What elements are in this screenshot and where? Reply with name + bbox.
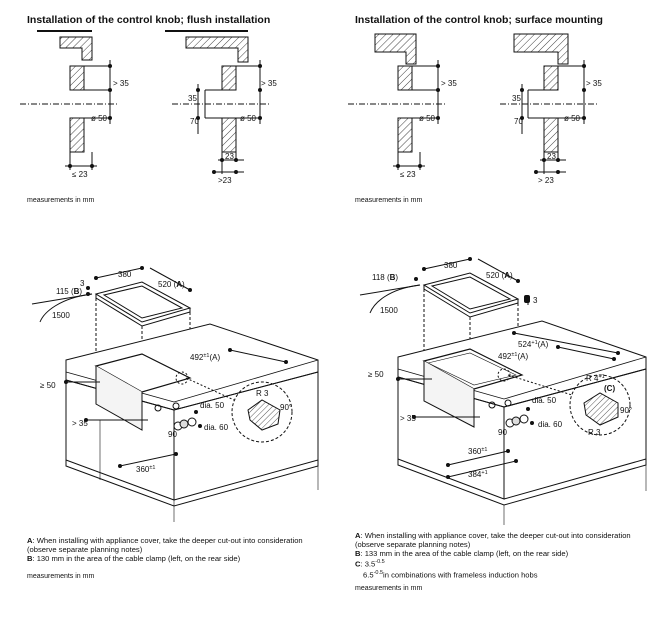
svg-text:360±1: 360±1	[468, 447, 487, 456]
r-360-sup: ±1	[481, 447, 487, 453]
l-115: 115 (	[56, 287, 74, 296]
svg-text:520 (A): 520 (A)	[158, 280, 185, 289]
l-k2-23: 23	[225, 152, 234, 161]
right-title: Installation of the control knob; surfac…	[355, 14, 603, 26]
l-B: B	[74, 287, 80, 296]
left-legend-a: A: When installing with appliance cover,…	[27, 536, 303, 554]
svg-text:384+1: 384+1	[468, 470, 488, 479]
l-90: 90	[168, 430, 177, 439]
r-1500: 1500	[380, 306, 398, 315]
r-dia50: dia. 50	[532, 396, 557, 405]
l-w380: 380	[118, 270, 132, 279]
svg-text:492±1(A): 492±1(A)	[498, 352, 528, 361]
r-dia60: dia. 60	[538, 420, 563, 429]
right-legend-b: B: 133 mm in the area of the cable clamp…	[355, 549, 569, 558]
r-118-end: )	[395, 273, 398, 282]
r-k1-dia: ø 50	[419, 114, 436, 123]
r-gt35: > 35	[400, 414, 416, 423]
r-492-sup: ±1	[511, 352, 517, 358]
svg-text:492±1(A): 492±1(A)	[190, 353, 220, 362]
l-360-sup: ±1	[149, 465, 155, 471]
l-w520-end: )	[182, 280, 185, 289]
l-w520: 520 (	[158, 280, 177, 289]
r-R3: R 3	[588, 428, 601, 437]
l-R3: R 3	[256, 389, 269, 398]
right-knob-diagrams: > 35 ø 50 ≤ 23 > 35 35 70 ø 50 23 > 23	[348, 33, 602, 185]
r-ge50: ≥ 50	[368, 370, 384, 379]
r-524-sup: +1	[531, 340, 537, 346]
l-1500: 1500	[52, 311, 70, 320]
right-legend: A: When installing with appliance cover,…	[355, 531, 645, 579]
r-B: B	[390, 273, 396, 282]
right-measure-note-2: measurements in mm	[355, 585, 423, 592]
left-install-diagram: 380 520 (A) 3 115 (B) 1500 492±1(A) ≥ 50…	[31, 266, 319, 522]
svg-text:118 (B): 118 (B)	[372, 273, 398, 282]
r-90: 90	[498, 428, 507, 437]
r-k2-35: 35	[512, 94, 521, 103]
l-360: 360	[136, 465, 150, 474]
r-384-sup: +1	[481, 470, 487, 476]
r-A1: A	[504, 271, 510, 280]
r-w520: 520 (	[486, 271, 505, 280]
svg-text:115 (B): 115 (B)	[56, 287, 82, 296]
l-k1-bottom: ≤ 23	[72, 170, 88, 179]
r-w520-end: )	[510, 271, 513, 280]
right-legend-c: C: 3.5-0.5	[355, 559, 385, 569]
r-k2-70: 70	[514, 117, 523, 126]
right-legend-a: A: When installing with appliance cover,…	[355, 531, 631, 549]
l-k2-70: 70	[190, 117, 199, 126]
l-k1-dia: ø 50	[91, 114, 108, 123]
r-R4-sup: +1	[598, 374, 604, 380]
left-title: Installation of the control knob; flush …	[27, 14, 271, 26]
l-k2-dia: ø 50	[240, 114, 257, 123]
l-dia50: dia. 50	[200, 401, 225, 410]
left-knob-diagrams: > 35 ø 50 ≤ 23 > 35 35 70 ø 50 23 >23	[20, 30, 277, 185]
l-492-sup: ±1	[203, 353, 209, 359]
r-C: (C)	[604, 384, 615, 393]
r-A2: (A)	[538, 340, 549, 349]
left-legend: A: When installing with appliance cover,…	[27, 536, 312, 563]
right-install-diagram: 380 520 (A) 118 (B) 3 1500 524+1(A) 492±…	[359, 257, 647, 525]
l-k2-bottom: >23	[218, 176, 232, 185]
r-deg90: 90°	[620, 406, 632, 415]
r-384: 384	[468, 470, 482, 479]
r-k2-top: > 35	[586, 79, 602, 88]
r-118: 118 (	[372, 273, 390, 282]
r-524: 524	[518, 340, 532, 349]
r-three: 3	[533, 296, 538, 305]
r-A3: (A)	[517, 352, 528, 361]
svg-text:524+1(A): 524+1(A)	[518, 340, 549, 349]
l-492: 492	[190, 353, 204, 362]
r-492: 492	[498, 352, 512, 361]
l-A2: (A)	[209, 353, 220, 362]
r-k2-23: 23	[547, 152, 556, 161]
l-115-end: )	[79, 287, 82, 296]
l-three: 3	[80, 279, 85, 288]
right-legend-c2: 6.5-0.5in combinations with frameless in…	[363, 569, 538, 580]
r-R4: R 4	[586, 374, 599, 383]
l-ge50: ≥ 50	[40, 381, 56, 390]
r-w380: 380	[444, 261, 458, 270]
l-k1-top: > 35	[113, 79, 129, 88]
left-measure-note: measurements in mm	[27, 197, 95, 204]
svg-text:R 4+1: R 4+1	[586, 374, 605, 383]
r-360: 360	[468, 447, 482, 456]
l-deg90: 90°	[280, 403, 292, 412]
svg-text:360±1: 360±1	[136, 465, 155, 474]
r-k2-bottom: > 23	[538, 176, 554, 185]
l-k2-35: 35	[188, 94, 197, 103]
left-legend-b: B: 130 mm in the area of the cable clamp…	[27, 554, 241, 563]
l-A1: A	[176, 280, 182, 289]
r-k1-top: > 35	[441, 79, 457, 88]
r-k1-bottom: ≤ 23	[400, 170, 416, 179]
left-measure-note-2: measurements in mm	[27, 573, 95, 580]
svg-text:520 (A): 520 (A)	[486, 271, 513, 280]
l-k2-top: > 35	[261, 79, 277, 88]
right-measure-note: measurements in mm	[355, 197, 423, 204]
r-k2-dia: ø 50	[564, 114, 581, 123]
l-dia60: dia. 60	[204, 423, 229, 432]
l-gt35: > 35	[72, 419, 88, 428]
